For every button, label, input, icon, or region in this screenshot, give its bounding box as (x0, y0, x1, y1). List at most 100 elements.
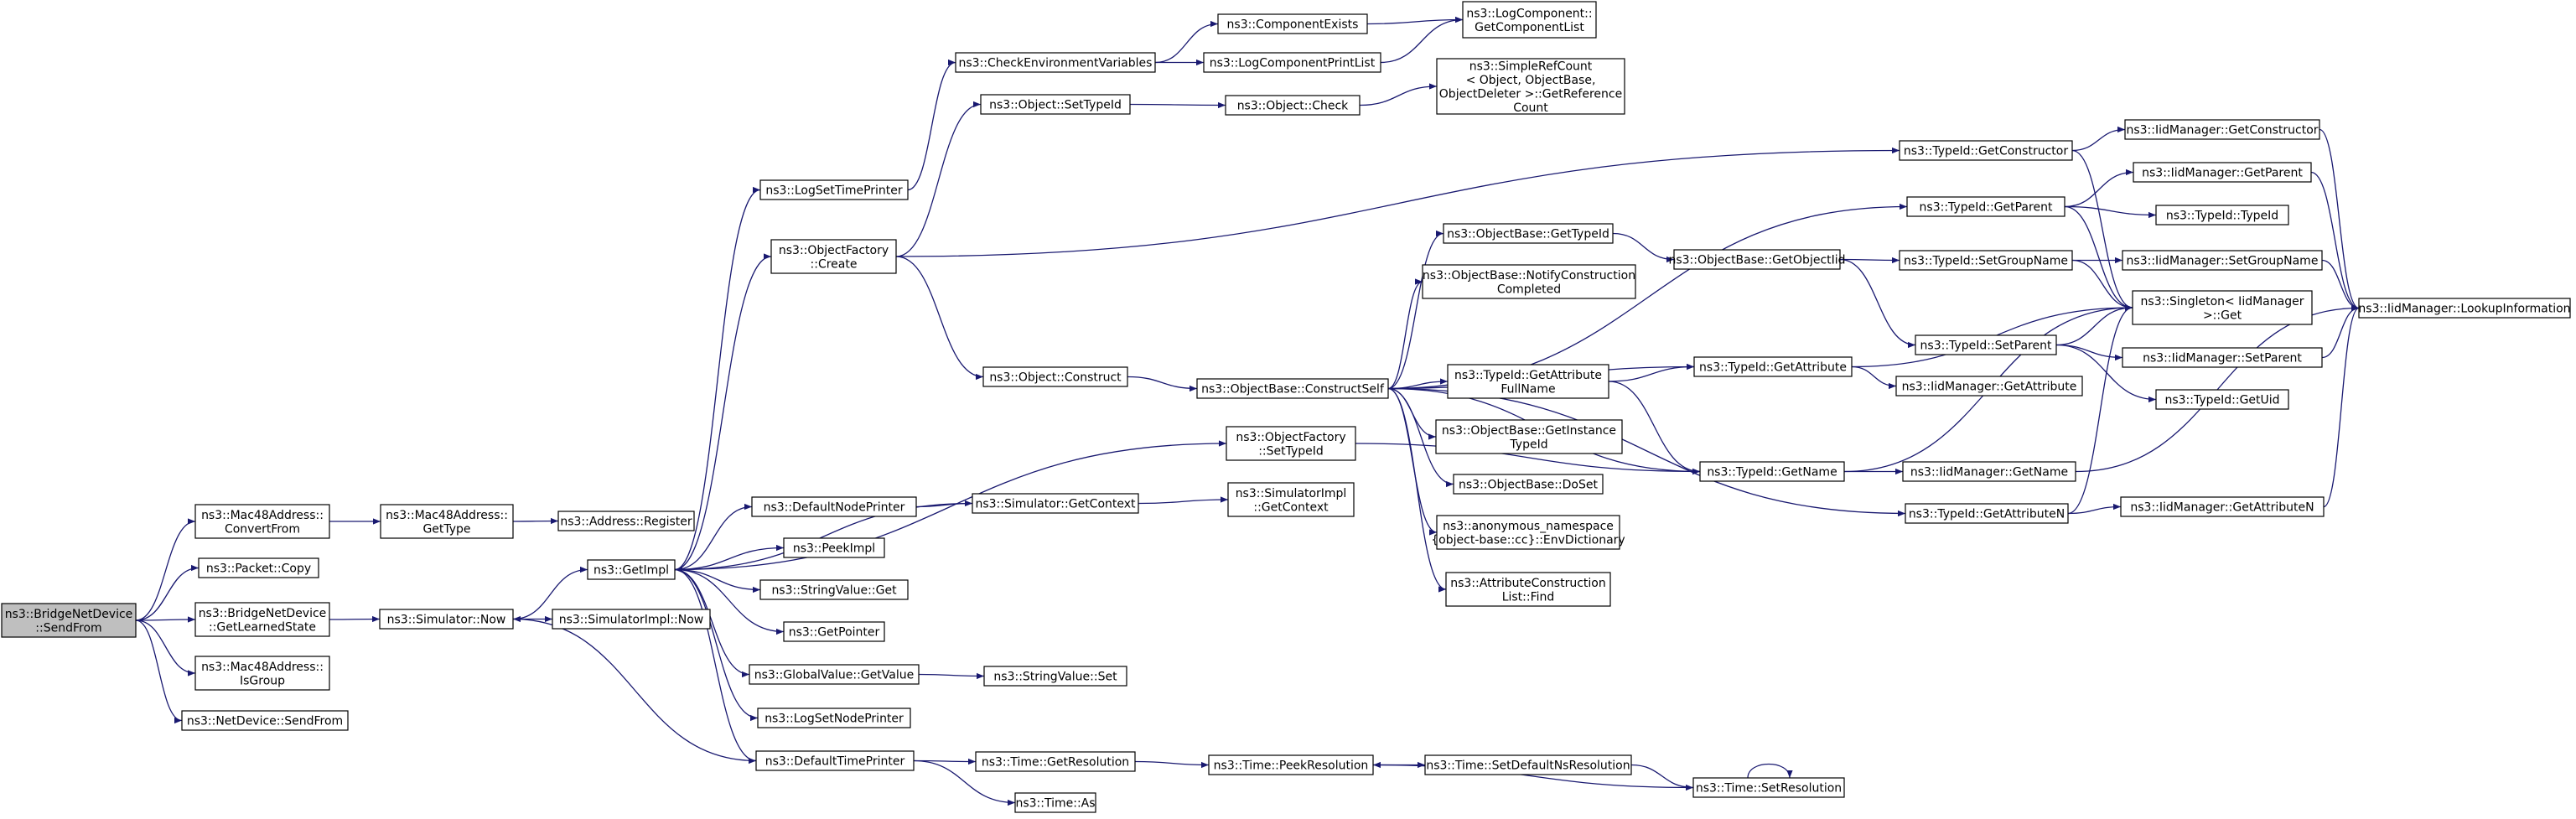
node-typeid-setparent[interactable]: ns3::TypeId::SetParent (1915, 334, 2057, 355)
node-mac-isgroup[interactable]: ns3::Mac48Address::IsGroup (194, 656, 330, 691)
node-logsetnode[interactable]: ns3::LogSetNodePrinter (757, 708, 911, 728)
edge-objbase-gettypeid-to-objbase-getobjiid (1612, 232, 1675, 263)
node-label: ns3::GetPointer (789, 626, 880, 640)
node-time-getres[interactable]: ns3::Time::GetResolution (975, 751, 1136, 772)
node-label: ns3::DefaultNodePrinter (764, 501, 905, 515)
edge-getimpl-to-objfac-settypeid (674, 440, 1227, 571)
node-label: ns3::ObjectBase::DoSet (1459, 479, 1598, 492)
node-checkenv[interactable]: ns3::CheckEnvironmentVariables (955, 52, 1156, 73)
node-box (980, 94, 1131, 115)
node-label: ns3::IidManager::SetGroupName (2127, 255, 2319, 268)
node-typeid-getattrn[interactable]: ns3::TypeId::GetAttributeN (1905, 503, 2069, 524)
node-box (1014, 792, 1096, 813)
node-time-as[interactable]: ns3::Time::As (1014, 792, 1096, 813)
node-label: ns3::TypeId::GetUid (2164, 394, 2279, 407)
node-logsettime[interactable]: ns3::LogSetTimePrinter (759, 179, 909, 200)
node-typeid-typeid[interactable]: ns3::TypeId::TypeId (2155, 205, 2289, 225)
node-label: ns3::Time::GetResolution (982, 756, 1129, 770)
node-box (1435, 419, 1623, 454)
call-edges (135, 16, 2360, 806)
node-box (1203, 52, 1381, 73)
node-simimpl-now[interactable]: ns3::SimulatorImpl::Now (552, 609, 711, 630)
node-singleton-get[interactable]: ns3::Singleton< IidManager>::Get (2132, 290, 2313, 325)
node-label: ns3::PeekImpl (793, 542, 875, 556)
node-obj-settypeid[interactable]: ns3::Object::SetTypeId (980, 94, 1131, 115)
node-box (1462, 1, 1597, 39)
node-box (557, 511, 695, 531)
node-time-setdefault[interactable]: ns3::Time::SetDefaultNsResolution (1424, 754, 1632, 775)
node-iid-setgroup[interactable]: ns3::IidManager::SetGroupName (2122, 250, 2323, 271)
node-getimpl[interactable]: ns3::GetImpl (587, 559, 676, 580)
node-typeid-getparent[interactable]: ns3::TypeId::GetParent (1906, 196, 2065, 217)
node-iid-getctor[interactable]: ns3::IidManager::GetConstructor (2124, 119, 2320, 140)
node-objfac-settypeid[interactable]: ns3::ObjectFactory::SetTypeId (1226, 426, 1356, 461)
edge-sim-getcontext-to-getimpl (674, 502, 973, 573)
node-label: ns3::DefaultTimePrinter (765, 755, 905, 769)
node-iid-lookup[interactable]: ns3::IidManager::LookupInformation (2358, 298, 2571, 319)
node-getpointer[interactable]: ns3::GetPointer (783, 621, 885, 642)
node-box (759, 179, 909, 200)
node-label: ns3::SimulatorImpl::Now (559, 614, 704, 627)
node-label: FullName (1501, 382, 1555, 396)
node-label: ns3::ComponentExists (1227, 18, 1359, 32)
node-learned[interactable]: ns3::BridgeNetDevice::GetLearnedState (194, 602, 330, 637)
node-time-setres[interactable]: ns3::Time::SetResolution (1692, 777, 1845, 798)
edge-deftimeprinter-to-time-as (913, 759, 1016, 806)
node-box (770, 239, 897, 274)
node-typeid-getctor[interactable]: ns3::TypeId::GetConstructor (1899, 140, 2073, 161)
node-strval-get[interactable]: ns3::StringValue::Get (759, 579, 909, 600)
node-peekimpl[interactable]: ns3::PeekImpl (783, 537, 885, 558)
node-typeid-getuid[interactable]: ns3::TypeId::GetUid (2155, 389, 2289, 410)
node-box (380, 504, 514, 539)
node-sendfrom[interactable]: ns3::BridgeNetDevice::SendFrom (1, 603, 137, 638)
edge-getimpl-to-strval-get (674, 568, 761, 594)
node-objbase-constructself[interactable]: ns3::ObjectBase::ConstructSelf (1196, 378, 1389, 399)
node-label: List::Find (1502, 590, 1555, 604)
node-objbase-getobjiid[interactable]: ns3::ObjectBase::GetObjectIid (1668, 249, 1846, 270)
node-sim-now[interactable]: ns3::Simulator::Now (379, 609, 514, 630)
node-label: ns3::LogSetNodePrinter (765, 713, 904, 726)
node-objfac-create[interactable]: ns3::ObjectFactory::Create (770, 239, 897, 274)
node-typeid-getattr[interactable]: ns3::TypeId::GetAttribute (1693, 356, 1853, 377)
node-simimpl-getcontext[interactable]: ns3::SimulatorImpl::GetContext (1227, 482, 1355, 517)
node-iid-getattr[interactable]: ns3::IidManager::GetAttribute (1895, 376, 2083, 397)
node-time-peekres[interactable]: ns3::Time::PeekResolution (1208, 754, 1374, 775)
node-strval-set[interactable]: ns3::StringValue::Set (983, 666, 1127, 687)
node-logcomp-getlist[interactable]: ns3::LogComponent::GetComponentList (1462, 1, 1597, 39)
node-mac-gettype[interactable]: ns3::Mac48Address::GetType (380, 504, 514, 539)
node-label: ns3::ObjectBase::GetObjectIid (1668, 254, 1845, 267)
node-iid-getattrn[interactable]: ns3::IidManager::GetAttributeN (2120, 496, 2325, 517)
node-packet-copy[interactable]: ns3::Packet::Copy (198, 557, 319, 578)
node-label: ns3::Time::As (1015, 797, 1095, 811)
node-obj-construct[interactable]: ns3::Object::Construct (982, 366, 1128, 387)
node-simplerefcount[interactable]: ns3::SimpleRefCount< Object, ObjectBase,… (1436, 58, 1625, 115)
node-label: ns3::anonymous_namespace (1443, 520, 1614, 533)
node-typeid-getname[interactable]: ns3::TypeId::GetName (1699, 461, 1845, 482)
node-globval-getvalue[interactable]: ns3::GlobalValue::GetValue (749, 664, 920, 685)
node-nd-sendfrom[interactable]: ns3::NetDevice::SendFrom (181, 710, 349, 731)
node-objbase-gettypeid[interactable]: ns3::ObjectBase::GetTypeId (1443, 223, 1614, 244)
node-sim-getcontext[interactable]: ns3::Simulator::GetContext (972, 493, 1139, 514)
node-objbase-notify[interactable]: ns3::ObjectBase::NotifyConstructionCompl… (1422, 264, 1636, 299)
node-iid-getparent[interactable]: ns3::IidManager::GetParent (2133, 162, 2312, 183)
node-defnodeprinter[interactable]: ns3::DefaultNodePrinter (751, 496, 917, 517)
node-iid-getname[interactable]: ns3::IidManager::GetName (1902, 461, 2076, 482)
node-objbase-doset[interactable]: ns3::ObjectBase::DoSet (1453, 474, 1604, 495)
node-box (1899, 140, 2073, 161)
node-box (2132, 290, 2313, 325)
node-obj-check[interactable]: ns3::Object::Check (1225, 95, 1361, 116)
node-deftimeprinter[interactable]: ns3::DefaultTimePrinter (755, 750, 915, 771)
node-typeid-setgroup[interactable]: ns3::TypeId::SetGroupName (1899, 250, 2073, 271)
edge-globval-getvalue-to-strval-set (918, 672, 985, 680)
node-anon-envdict[interactable]: ns3::anonymous_namespace{object-base::cc… (1431, 515, 1625, 550)
node-iid-setparent[interactable]: ns3::IidManager::SetParent (2122, 347, 2323, 368)
node-compexists[interactable]: ns3::ComponentExists (1217, 13, 1368, 34)
node-mac-convert[interactable]: ns3::Mac48Address::ConvertFrom (194, 504, 330, 539)
node-addr-register[interactable]: ns3::Address::Register (557, 511, 695, 531)
node-logcompprint[interactable]: ns3::LogComponentPrintList (1203, 52, 1381, 73)
node-label: ns3::Time::PeekResolution (1214, 759, 1369, 773)
